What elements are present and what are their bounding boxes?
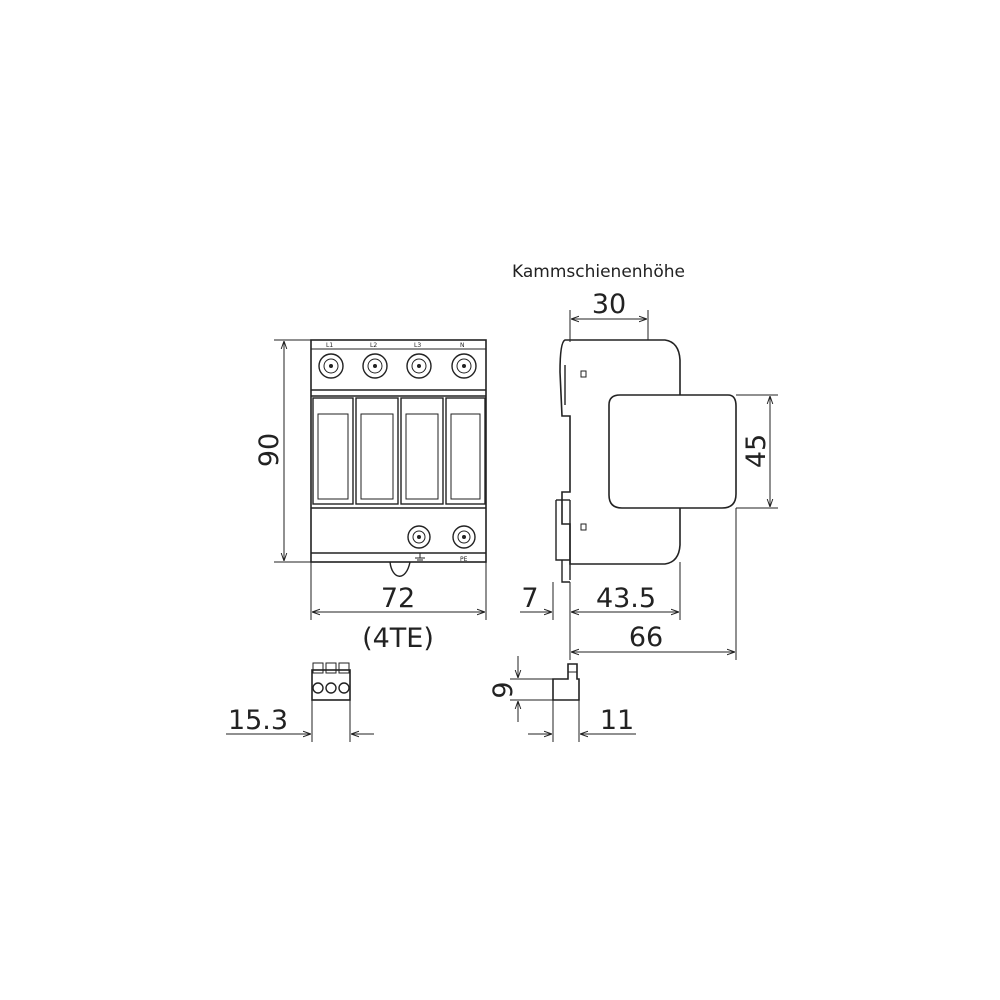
dimension-label-43-5: 43.5: [596, 583, 656, 614]
note-comb-busbar-height: Kammschienenhöhe: [512, 262, 685, 282]
dimension-label-72: 72: [381, 583, 415, 614]
dimension-label-9: 9: [488, 681, 519, 698]
dimension-label-45: 45: [741, 434, 772, 468]
dimension-cover-45: 45: [736, 394, 778, 509]
module-1: [312, 397, 354, 505]
dimension-connector-11: 11: [528, 700, 636, 742]
dimension-label-15-3: 15.3: [228, 705, 288, 736]
dimension-height-90: 90: [254, 339, 311, 563]
terminal-label-l2: L2: [370, 342, 377, 349]
dimension-label-4te: (4TE): [362, 623, 434, 654]
front-view: L1 L2 L3 N: [310, 339, 487, 577]
terminal-label-pe: PE: [460, 556, 468, 563]
side-view: [555, 339, 737, 583]
dimension-label-90: 90: [254, 433, 285, 467]
dimension-depth-43-5: 43.5: [569, 562, 681, 660]
terminal-label-n: N: [460, 342, 465, 349]
module-2: [355, 397, 399, 505]
screw-terminal-l2: [362, 353, 388, 379]
rail-clip: [389, 561, 411, 577]
screw-terminal-l3: [406, 353, 432, 379]
dimension-label-30: 30: [592, 289, 626, 320]
module-3: [400, 397, 444, 505]
connector-side-view: [552, 663, 580, 701]
module-4: [445, 397, 486, 505]
terminal-label-l1: L1: [326, 342, 333, 349]
plug-in-cover: [608, 394, 737, 509]
dimension-connector-15-3: 15.3: [226, 700, 374, 742]
ground-icon: [415, 553, 425, 561]
dimension-connector-9: 9: [488, 656, 553, 722]
screw-terminal-n: [451, 353, 477, 379]
screw-terminal-l1: [318, 353, 344, 379]
terminal-label-l3: L3: [414, 342, 421, 349]
dimension-label-11: 11: [600, 705, 634, 736]
dimension-label-66: 66: [629, 622, 663, 653]
dimension-width-72: 72 (4TE): [310, 562, 487, 654]
dimension-comb-30: 30: [569, 289, 649, 342]
dimension-depth-66: 66: [571, 508, 737, 660]
screw-terminal-pe-2: [452, 525, 476, 549]
screw-terminal-pe-1: [407, 525, 431, 549]
dimension-rail-7: 7: [520, 582, 554, 620]
dimension-label-7: 7: [521, 583, 538, 614]
connector-front-view: [311, 662, 351, 701]
